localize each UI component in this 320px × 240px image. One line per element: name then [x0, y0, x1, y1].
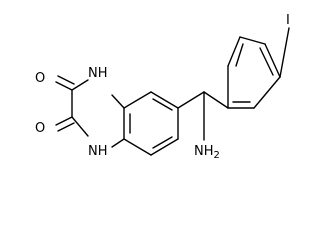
bond	[152, 136, 173, 149]
bond	[55, 81, 73, 91]
nh-top-label: NH	[88, 66, 108, 81]
bond	[123, 138, 152, 156]
bond	[152, 98, 173, 111]
bond	[150, 138, 179, 156]
bond	[111, 138, 125, 148]
bond	[235, 43, 244, 67]
benzo-ring	[123, 91, 179, 156]
bond	[259, 47, 274, 76]
bond	[71, 79, 89, 91]
oxygen-bottom-label: O	[35, 121, 45, 136]
oxygen-top-label: O	[35, 71, 45, 86]
bond	[203, 91, 229, 109]
molecule-structure: I O O NH NH NH2	[35, 13, 290, 161]
bond	[123, 91, 152, 109]
amine-label: NH2	[194, 144, 220, 161]
bond	[71, 116, 89, 137]
bond	[279, 27, 290, 78]
amine-subscript: 2	[214, 150, 220, 161]
iodophenyl-ring	[227, 27, 290, 109]
nh-bottom-label: NH	[88, 144, 108, 159]
amine-nh-text: NH	[194, 144, 214, 159]
bond	[177, 91, 205, 109]
bond	[57, 75, 75, 85]
bond	[264, 43, 281, 78]
dione-ring	[55, 75, 125, 148]
bond	[57, 122, 75, 132]
iodine-label: I	[286, 13, 290, 28]
bond	[55, 116, 73, 126]
bond	[239, 36, 266, 45]
ch-linker	[177, 91, 229, 141]
bond	[150, 91, 179, 109]
bond	[253, 76, 281, 109]
bond	[111, 94, 125, 109]
bond	[227, 36, 241, 67]
